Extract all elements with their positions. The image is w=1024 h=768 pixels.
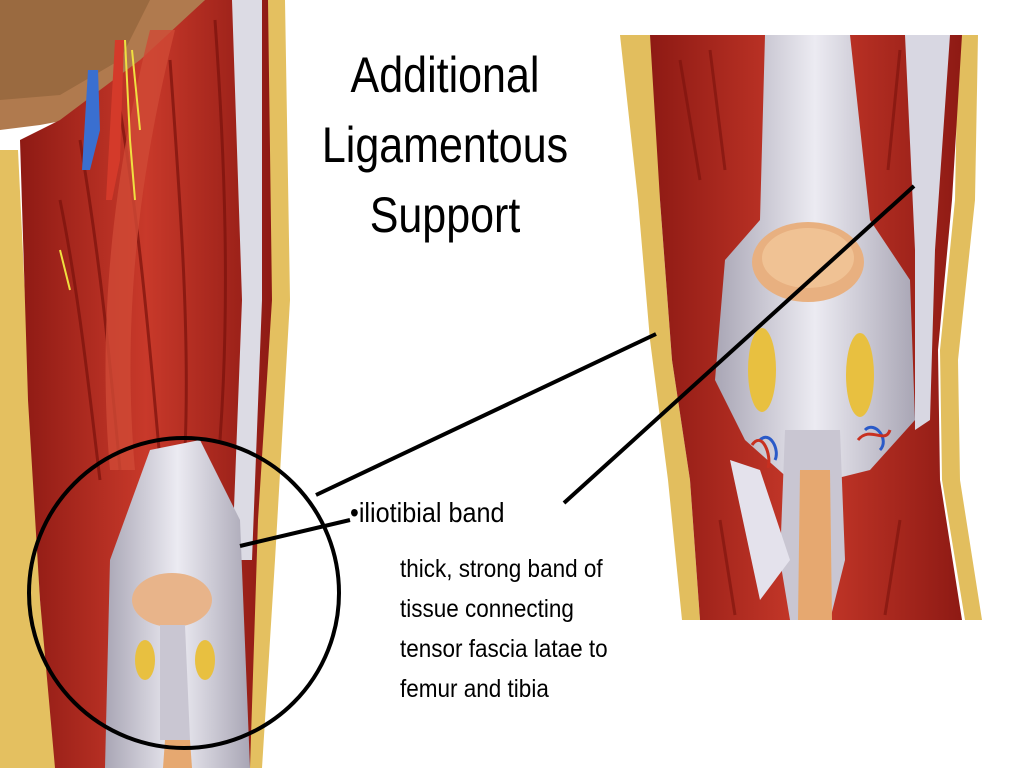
description-line: femur and tibia	[400, 675, 549, 703]
highlight-circle	[27, 436, 341, 750]
thigh-pointer-line	[239, 518, 351, 548]
thigh-illustration	[0, 0, 290, 768]
bullet-description: thick, strong band of tissue connecting …	[400, 549, 670, 709]
bullet-iliotibial-band: •iliotibial band	[350, 497, 505, 528]
description-line: thick, strong band of	[400, 555, 603, 583]
zoom-connector-line	[315, 332, 657, 497]
description-line: tissue connecting	[400, 595, 574, 623]
description-line: tensor fascia latae to	[400, 635, 608, 663]
knee-illustration	[620, 35, 982, 620]
title-line: Support	[369, 187, 521, 243]
title-line: Additional	[350, 47, 540, 103]
knee-pointer-line	[562, 184, 916, 505]
title-line: Ligamentous	[321, 117, 569, 173]
slide-title: Additional Ligamentous Support	[307, 40, 582, 250]
